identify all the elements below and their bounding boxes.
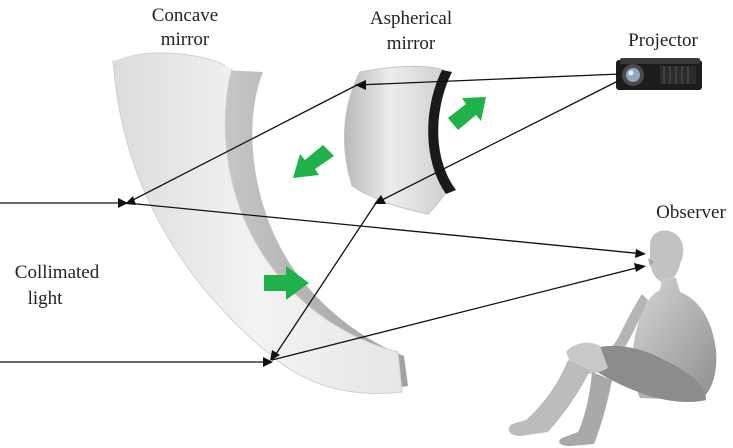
green-arrow-icon (293, 145, 334, 178)
light-rays (0, 73, 645, 363)
projector (616, 58, 702, 90)
arrowhead-icon (634, 263, 646, 272)
ray-aspherical-to-concave-bottom (271, 202, 377, 361)
arrowhead-icon (263, 357, 273, 367)
label-observer: Observer (656, 202, 726, 223)
observer-leg-front (508, 360, 590, 436)
label-collimated-light-line1: Collimated (15, 262, 100, 283)
arrowhead-icon (270, 350, 280, 361)
concave-mirror (112, 48, 408, 394)
observer-arm (596, 294, 648, 366)
label-collimated-light-line2: light (28, 288, 64, 309)
observer-figure (508, 230, 717, 446)
green-arrow-icon (448, 97, 486, 130)
ray-aspherical-to-concave-top (126, 84, 358, 204)
label-projector: Projector (628, 30, 698, 51)
green-arrow-icon (264, 266, 309, 300)
ray-arrowheads (118, 80, 646, 367)
label-aspherical-mirror-line1: Aspherical (370, 8, 452, 29)
arrowhead-icon (355, 80, 366, 90)
observer-shorts (588, 345, 706, 402)
concave-mirror-rim (112, 48, 233, 70)
aspherical-mirror-body (344, 65, 447, 215)
ray-concave-bottom-to-observer (271, 265, 645, 361)
observer-leg-back (559, 372, 612, 446)
projector-top (620, 58, 700, 64)
label-aspherical-mirror-line2: mirror (387, 33, 436, 54)
label-concave-mirror-line1: Concave (152, 5, 218, 26)
label-concave-mirror-line2: mirror (161, 29, 210, 50)
observer-head (650, 230, 684, 282)
arrowhead-icon (125, 196, 136, 205)
aspherical-mirror (344, 65, 456, 215)
projector-vents (660, 66, 696, 84)
ray-projector-to-aspherical-top (356, 73, 621, 86)
direction-arrows (264, 97, 486, 300)
arrowhead-icon (635, 249, 646, 258)
arrowhead-icon (118, 198, 128, 208)
ray-projector-to-aspherical-bottom (375, 79, 621, 204)
ray-concave-top-to-observer (126, 202, 645, 255)
labels: Concave mirror Aspherical mirror Project… (15, 5, 727, 309)
arrowhead-icon (374, 195, 386, 204)
aspherical-mirror-edge (428, 70, 456, 194)
